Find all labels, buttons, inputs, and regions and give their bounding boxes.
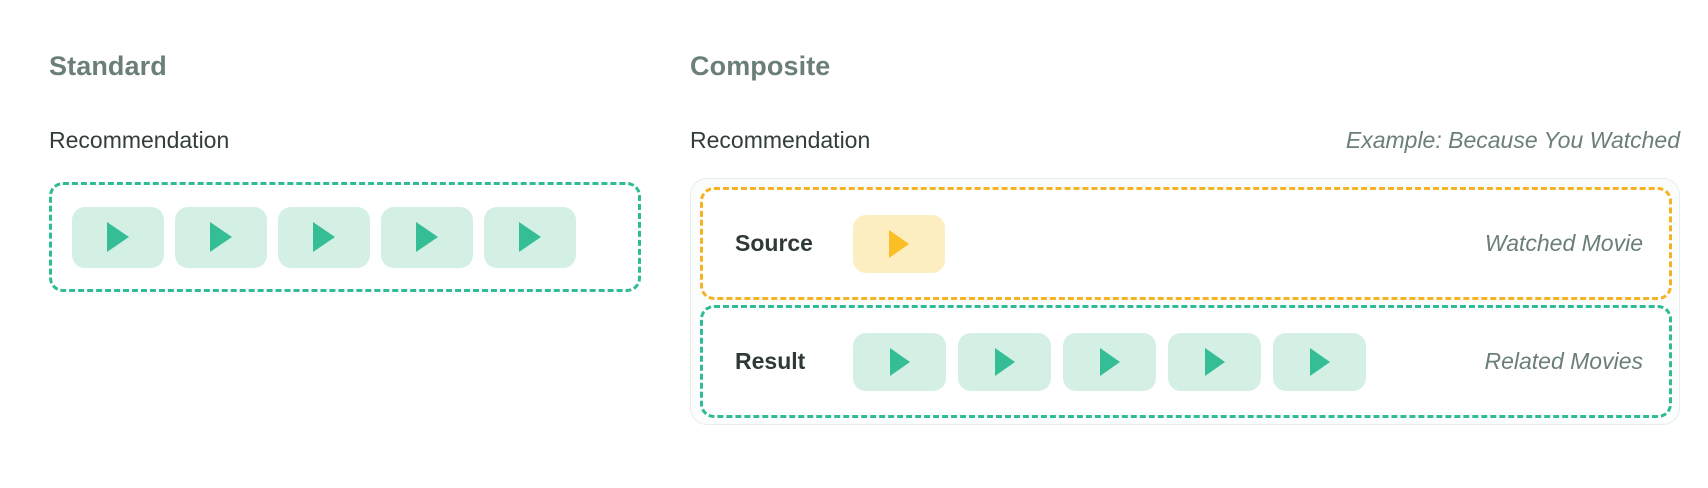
play-icon	[1099, 347, 1120, 376]
play-icon	[994, 347, 1015, 376]
movie-tile[interactable]	[72, 206, 164, 268]
source-movie-tile[interactable]	[853, 214, 945, 273]
source-row-label: Source	[735, 230, 813, 256]
composite-result-row: Result	[700, 305, 1672, 418]
source-row-note: Watched Movie	[1484, 230, 1643, 256]
result-movie-tile[interactable]	[853, 332, 946, 391]
play-icon	[889, 229, 909, 258]
result-movie-tile[interactable]	[1063, 332, 1156, 391]
play-icon	[889, 347, 910, 376]
play-icon	[416, 222, 438, 252]
movie-tile[interactable]	[484, 206, 576, 268]
result-tiles	[853, 332, 1366, 391]
composite-container: Source Watched Movie Result	[690, 178, 1680, 425]
standard-recommendation-track	[49, 182, 641, 292]
play-icon	[1204, 347, 1225, 376]
movie-tile[interactable]	[175, 206, 267, 268]
composite-source-row: Source Watched Movie	[700, 187, 1672, 300]
standard-recommendation-label: Recommendation	[49, 127, 230, 153]
play-icon	[1309, 347, 1330, 376]
result-row-note: Related Movies	[1484, 348, 1643, 374]
composite-recommendation-label: Recommendation	[690, 127, 871, 153]
source-tiles	[853, 214, 945, 273]
play-icon	[107, 222, 129, 252]
result-row-label: Result	[735, 348, 806, 374]
play-icon	[519, 222, 541, 252]
result-movie-tile[interactable]	[958, 332, 1051, 391]
composite-panel-title: Composite	[690, 51, 831, 81]
composite-example-note: Example: Because You Watched	[1345, 127, 1680, 153]
result-movie-tile[interactable]	[1273, 332, 1366, 391]
result-movie-tile[interactable]	[1168, 332, 1261, 391]
movie-tile[interactable]	[381, 206, 473, 268]
movie-tile[interactable]	[278, 206, 370, 268]
standard-panel-title: Standard	[49, 51, 167, 81]
play-icon	[313, 222, 335, 252]
play-icon	[210, 222, 232, 252]
